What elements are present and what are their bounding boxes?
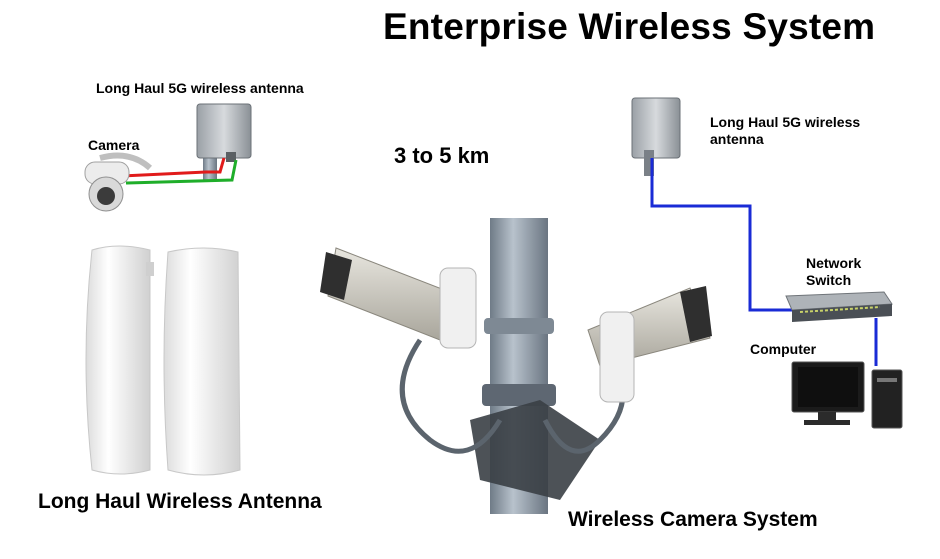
right-antenna-label-line2: antenna	[710, 131, 764, 147]
left-antenna-bracket	[226, 152, 236, 162]
bullet-camera-left	[320, 247, 477, 349]
switch-ports	[799, 306, 881, 313]
pole-cable-left	[399, 338, 503, 454]
red-cable	[121, 157, 226, 178]
monitor-base	[804, 420, 850, 425]
left-antenna-assembly	[121, 103, 252, 185]
enclosure-left-port	[146, 262, 154, 276]
switch-label-line2: Switch	[806, 272, 852, 288]
camera-arm	[99, 152, 153, 171]
right-antenna-mount	[644, 150, 654, 176]
antenna-product-enclosures	[85, 245, 241, 476]
green-cable	[125, 159, 238, 185]
left-antenna-panel	[196, 103, 252, 159]
bullet-camera-right	[587, 286, 712, 403]
camera-label: Camera	[88, 137, 140, 153]
pole-antenna-left	[439, 267, 477, 349]
bullet-camera-left-face	[320, 252, 352, 300]
camera-lens	[97, 187, 115, 205]
pole-antenna-right	[599, 311, 635, 403]
enclosure-right	[163, 247, 241, 476]
monitor-screen	[798, 367, 858, 407]
bullet-camera-right-face	[680, 286, 712, 342]
pole-clamp-upper	[484, 318, 554, 334]
monitor-stand	[818, 412, 836, 422]
distance-label: 3 to 5 km	[394, 143, 490, 168]
pc-tower	[871, 369, 903, 429]
center-pole-assembly	[320, 218, 712, 514]
switch-label-line1: Network	[806, 255, 862, 271]
computer	[791, 361, 903, 429]
enclosure-left	[85, 245, 151, 475]
pole-bracket	[470, 400, 600, 500]
blue-cable-antenna-switch	[650, 158, 820, 312]
left-antenna-label: Long Haul 5G wireless antenna	[96, 80, 304, 96]
camera-system-caption: Wireless Camera System	[568, 508, 818, 531]
network-switch	[785, 291, 893, 322]
right-network-assembly	[631, 97, 903, 429]
pc-drive-bay	[877, 378, 897, 382]
antenna-product-caption: Long Haul Wireless Antenna	[38, 490, 322, 513]
right-antenna-label-line1: Long Haul 5G wireless	[710, 114, 861, 130]
computer-label: Computer	[750, 341, 817, 357]
right-antenna-panel	[631, 97, 681, 159]
pole-clamp-lower	[482, 384, 556, 406]
dome-camera	[84, 152, 153, 212]
page-title: Enterprise Wireless System	[383, 6, 876, 47]
